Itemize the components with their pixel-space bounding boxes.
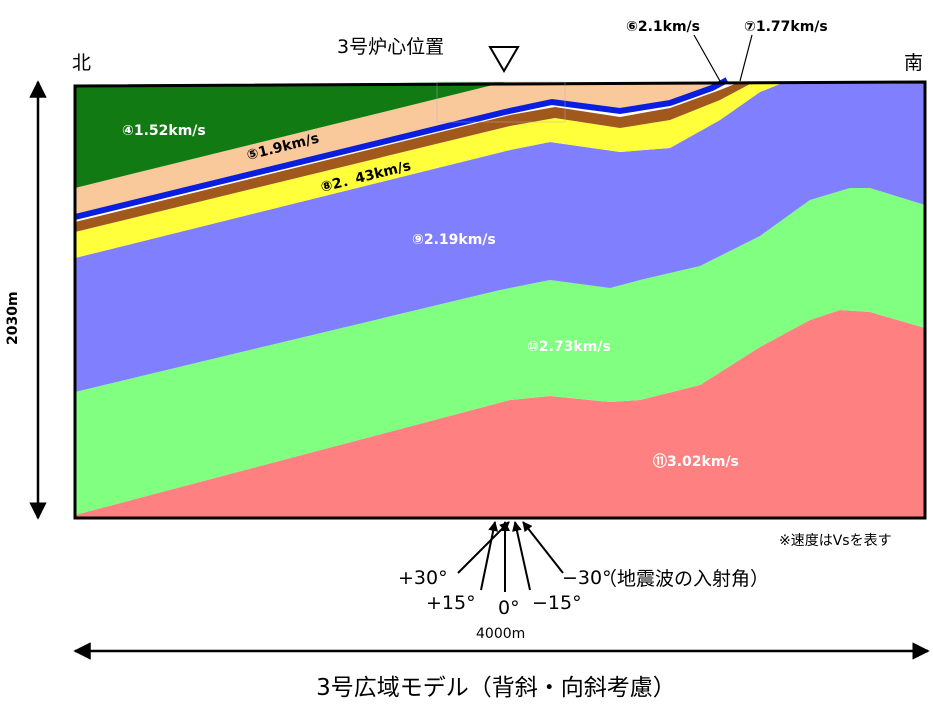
layer-9-region	[75, 82, 925, 392]
layer-5-region	[75, 82, 718, 215]
width-label: 4000m	[476, 626, 525, 642]
geology-section	[73, 77, 927, 520]
layer-9-label: ⑨2.19km/s	[412, 232, 496, 248]
reactor-zone-outline	[436, 81, 566, 123]
velocity-note: ※速度はVsを表す	[779, 533, 892, 549]
angle-plus15: +15°	[426, 592, 476, 614]
depth-label: 2030m	[5, 291, 21, 345]
layer-6-leader	[693, 34, 721, 82]
layer-10-label: ⑩2.73km/s	[527, 339, 611, 355]
north-label: 北	[72, 52, 91, 74]
layer-4-label: ④1.52km/s	[122, 123, 206, 139]
incidence-arrow-minus15	[512, 521, 531, 591]
incidence-arrow-plus30	[457, 521, 510, 574]
layer-11-label: ⑪3.02km/s	[653, 453, 739, 470]
diagram-title: 3号広域モデル（背斜・向斜考慮）	[316, 675, 676, 701]
reactor-position-triangle-icon	[488, 46, 520, 73]
model-outline	[73, 80, 927, 520]
angle-minus15: −15°	[532, 592, 582, 614]
layer-7-label: ⑦1.77km/s	[744, 19, 828, 35]
angle-zero: 0°	[498, 597, 520, 619]
incidence-arrows	[457, 521, 564, 592]
layer-4-region	[75, 82, 505, 188]
reactor-position-label: 3号炉心位置	[337, 36, 444, 58]
south-label: 南	[904, 52, 923, 74]
layer-6-label: ⑥2.1km/s	[626, 19, 700, 35]
incidence-arrow-plus15	[480, 521, 499, 591]
layer-7-leader	[739, 34, 753, 82]
layer-6-line	[74, 77, 729, 220]
incidence-caption: （地震波の入射角）	[598, 568, 769, 590]
angle-minus30: −30°	[562, 567, 612, 589]
layer-10-region	[75, 188, 925, 515]
angle-plus30: +30°	[398, 567, 448, 589]
layer-11-region	[75, 310, 925, 518]
layer-7-region	[75, 82, 750, 232]
incidence-arrow-minus30	[522, 521, 564, 574]
